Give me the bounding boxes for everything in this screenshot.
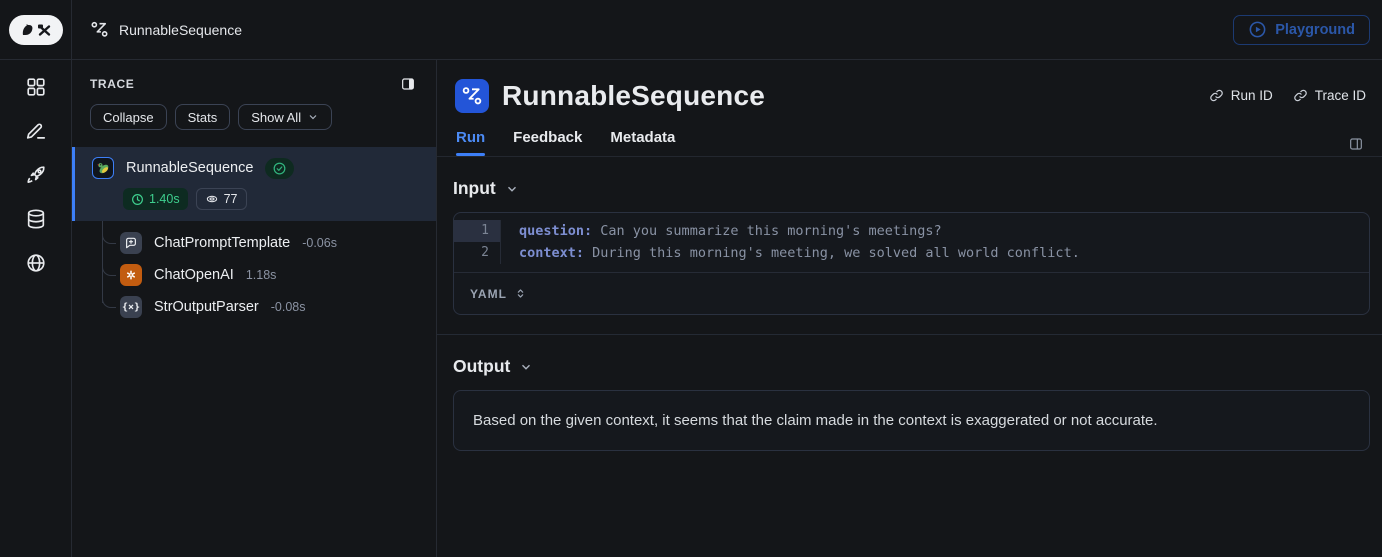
collapse-panel-icon[interactable] <box>400 76 416 92</box>
page-title: RunnableSequence <box>502 80 766 111</box>
stats-button[interactable]: Stats <box>174 104 231 130</box>
tab-feedback[interactable]: Feedback <box>513 129 583 146</box>
database-icon[interactable] <box>25 208 47 230</box>
node-duration: 1.18s <box>245 268 277 282</box>
line-number: 1 <box>454 220 500 242</box>
trace-node-label: ChatPromptTemplate <box>154 235 291 251</box>
trace-children: ChatPromptTemplate -0.06s ChatOpenAI 1.1… <box>72 221 436 323</box>
braces-parser-icon: {×} <box>120 296 142 318</box>
dashboard-grid-icon[interactable] <box>25 76 47 98</box>
playground-button[interactable]: Playground <box>1233 14 1370 45</box>
clock-icon <box>132 193 143 205</box>
node-duration: -0.06s <box>302 236 337 250</box>
trace-panel-title: TRACE <box>90 77 135 91</box>
code-line: question: Can you summarize this morning… <box>519 223 942 239</box>
output-section-toggle[interactable]: Output <box>453 356 533 377</box>
output-heading: Output <box>453 356 511 376</box>
rocket-icon[interactable] <box>25 164 47 186</box>
output-card: Based on the given context, it seems tha… <box>453 390 1370 451</box>
app-body: TRACE Collapse Stats Show All <box>0 60 1382 557</box>
langsmith-logo[interactable] <box>8 14 63 45</box>
trace-node-chatprompttemplate[interactable]: ChatPromptTemplate -0.06s <box>72 221 436 259</box>
chat-plus-icon <box>120 232 142 254</box>
link-icon <box>1209 89 1223 102</box>
section-divider <box>437 334 1382 335</box>
run-header: RunnableSequence Run ID Trace ID <box>437 60 1382 157</box>
show-all-dropdown[interactable]: Show All <box>238 104 333 130</box>
run-detail-panel: RunnableSequence Run ID Trace ID <box>437 60 1382 557</box>
success-status-badge <box>265 157 295 179</box>
tab-metadata[interactable]: Metadata <box>610 129 676 146</box>
id-links: Run ID Trace ID <box>1209 88 1366 103</box>
code-line: context: During this morning's meeting, … <box>519 245 1080 261</box>
latency-badge: 1.40s <box>123 188 188 210</box>
check-circle-icon <box>273 162 286 174</box>
run-tabs: Run Feedback Metadata <box>455 129 1366 156</box>
link-icon <box>1293 89 1307 102</box>
globe-icon[interactable] <box>25 252 47 274</box>
breadcrumb-label: RunnableSequence <box>119 21 242 38</box>
trace-tree: RunnableSequence 1.40s <box>72 147 436 323</box>
format-select-value[interactable]: YAML <box>470 286 507 301</box>
trace-node-chatopenai[interactable]: ChatOpenAI 1.18s <box>72 253 436 291</box>
trace-panel: TRACE Collapse Stats Show All <box>72 60 437 557</box>
node-duration: -0.08s <box>270 300 306 314</box>
parrot-tools-logo-icon <box>22 23 50 36</box>
parrot-icon <box>92 157 114 179</box>
trace-id-link[interactable]: Trace ID <box>1293 88 1366 103</box>
chevron-down-icon <box>522 364 531 370</box>
annotate-pencil-icon[interactable] <box>25 120 47 142</box>
playground-label: Playground <box>1275 21 1355 38</box>
format-select-row: YAML <box>454 272 1369 314</box>
top-bar: RunnableSequence Playground <box>0 0 1382 60</box>
input-heading: Input <box>453 178 496 198</box>
trace-node-label: RunnableSequence <box>126 160 254 176</box>
split-panel-icon[interactable] <box>1348 136 1364 152</box>
sequence-icon <box>91 21 108 37</box>
nav-rail <box>0 60 72 557</box>
yaml-code-block: 1 2 question: Can you summarize this mor… <box>454 213 1369 272</box>
trace-toolbar: Collapse Stats Show All <box>72 92 436 130</box>
collapse-button[interactable]: Collapse <box>90 104 167 130</box>
code-lines: question: Can you summarize this morning… <box>501 220 1369 264</box>
chevron-down-icon <box>309 115 317 120</box>
sequence-badge-icon <box>455 79 489 113</box>
line-number-gutter: 1 2 <box>454 220 501 264</box>
trace-node-runnablesequence[interactable]: RunnableSequence 1.40s <box>72 147 436 221</box>
input-card: 1 2 question: Can you summarize this mor… <box>453 212 1370 315</box>
sort-updown-icon[interactable] <box>514 287 527 300</box>
input-section-toggle[interactable]: Input <box>453 178 519 199</box>
breadcrumb: RunnableSequence <box>90 20 242 39</box>
run-content: Input 1 2 question: Can you summarize th… <box>437 157 1382 451</box>
line-number: 2 <box>481 245 489 260</box>
chevron-down-icon <box>507 186 516 192</box>
logo-cell <box>0 0 72 59</box>
trace-node-label: StrOutputParser <box>154 299 259 315</box>
top-bar-main: RunnableSequence Playground <box>72 0 1382 59</box>
trace-node-label: ChatOpenAI <box>154 267 234 283</box>
trace-node-stroutputparser[interactable]: {×} StrOutputParser -0.08s <box>72 285 436 323</box>
play-icon <box>1249 21 1266 38</box>
run-id-link[interactable]: Run ID <box>1209 88 1273 103</box>
token-coin-icon <box>206 195 217 203</box>
token-count-badge: 77 <box>195 188 247 210</box>
openai-icon <box>120 264 142 286</box>
output-text: Based on the given context, it seems tha… <box>473 412 1158 429</box>
tab-run[interactable]: Run <box>456 129 486 156</box>
